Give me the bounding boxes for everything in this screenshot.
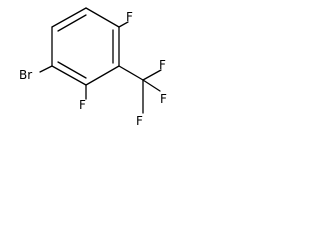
ring-bond-c4-c5 (51, 65, 87, 86)
atom-label-cf3-f-bottom: F (136, 114, 143, 128)
ring-bond-c1-c2 (85, 7, 120, 28)
bond-c5-br (39, 65, 53, 73)
substituent-bonds (39, 21, 162, 114)
atom-label-f-top: F (126, 10, 133, 24)
ring-bond-c4-c5-inner (57, 61, 87, 79)
benzene-ring (51, 7, 120, 86)
bond-cf3-f-right (142, 79, 161, 92)
ring-bond-c6-c1-inner (57, 14, 87, 32)
ring-bond-c6-c1 (51, 7, 87, 28)
chemical-structure: F Br F F F F (19, 7, 167, 128)
ring-bond-c3-c4 (85, 65, 120, 86)
bond-c2-f (118, 21, 129, 28)
atom-label-cf3-f-right: F (160, 92, 167, 106)
atom-label-cf3-f-top: F (159, 58, 166, 72)
atom-label-f-middle: F (79, 98, 86, 112)
atom-label-br: Br (19, 68, 32, 82)
bond-cf3-f-top (142, 69, 162, 81)
bond-c3-cf3 (118, 65, 144, 81)
atom-labels: F Br F F F F (19, 10, 167, 128)
